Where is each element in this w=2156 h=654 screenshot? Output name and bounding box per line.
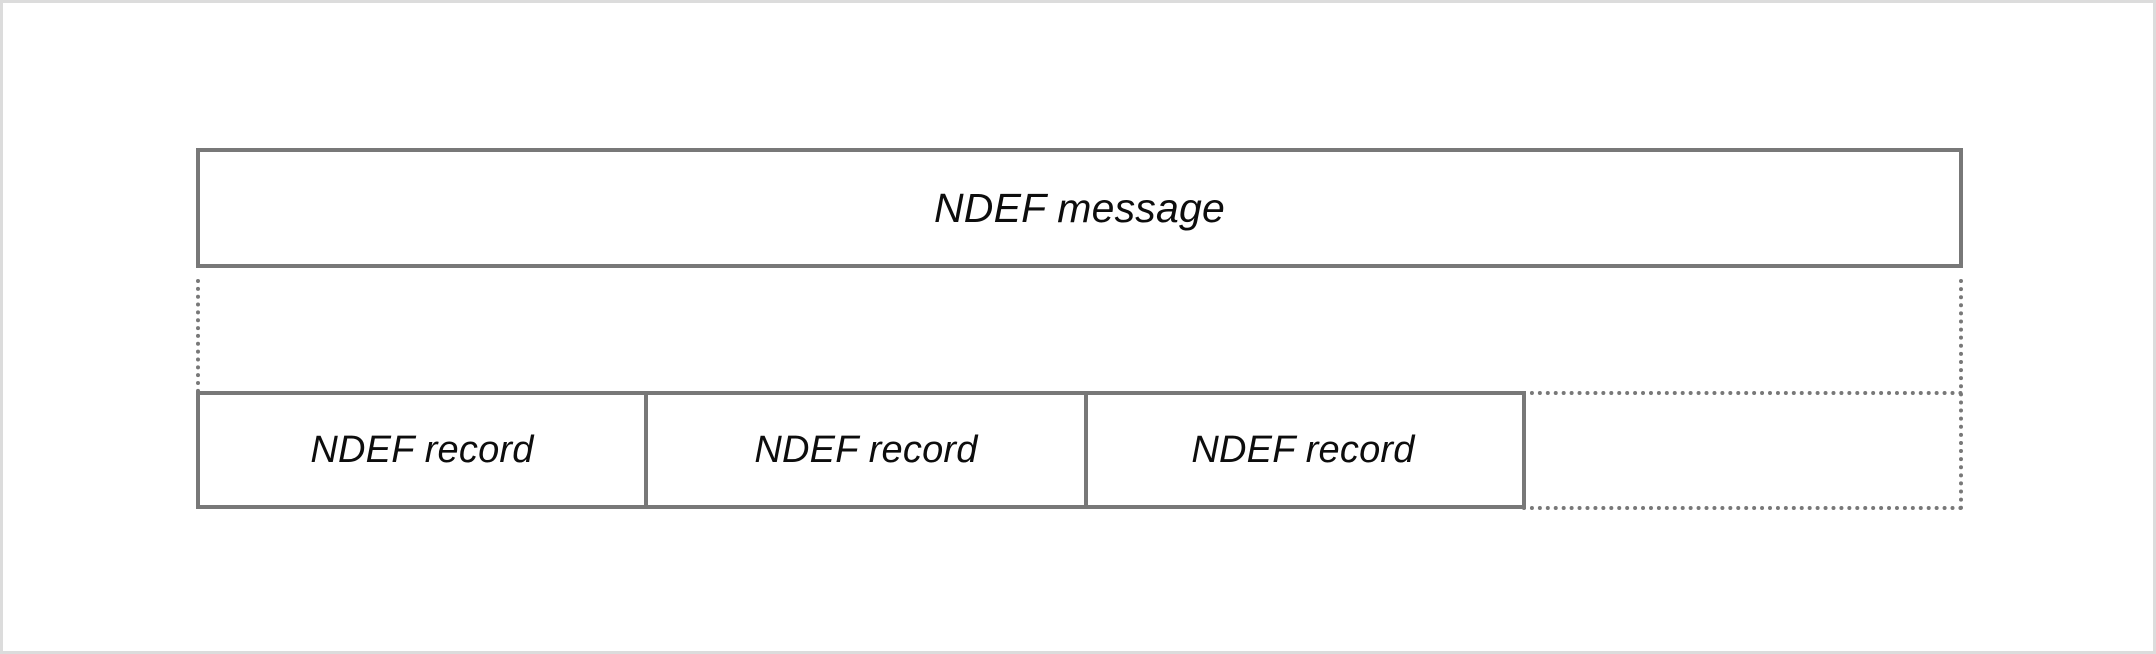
ndef-record-label-1: NDEF record xyxy=(310,428,534,471)
ndef-record-cell-3: NDEF record xyxy=(1084,395,1518,505)
ndef-record-label-2: NDEF record xyxy=(754,428,978,471)
ndef-record-cell-2: NDEF record xyxy=(644,395,1084,505)
ndef-record-row: NDEF record NDEF record NDEF record xyxy=(196,391,1526,509)
ndef-record-cell-1: NDEF record xyxy=(200,395,644,505)
ndef-message-label: NDEF message xyxy=(933,184,1226,231)
record-row-continuation-bottom-dotted-line xyxy=(1522,506,1963,510)
ndef-message-structure-diagram: NDEF message NDEF record NDEF record NDE… xyxy=(3,3,2153,651)
record-row-continuation-top-dotted-line xyxy=(1522,391,1963,395)
expansion-connector-left-dotted-line xyxy=(196,279,200,393)
ndef-message-box: NDEF message xyxy=(196,148,1963,268)
ndef-record-label-3: NDEF record xyxy=(1191,428,1415,471)
